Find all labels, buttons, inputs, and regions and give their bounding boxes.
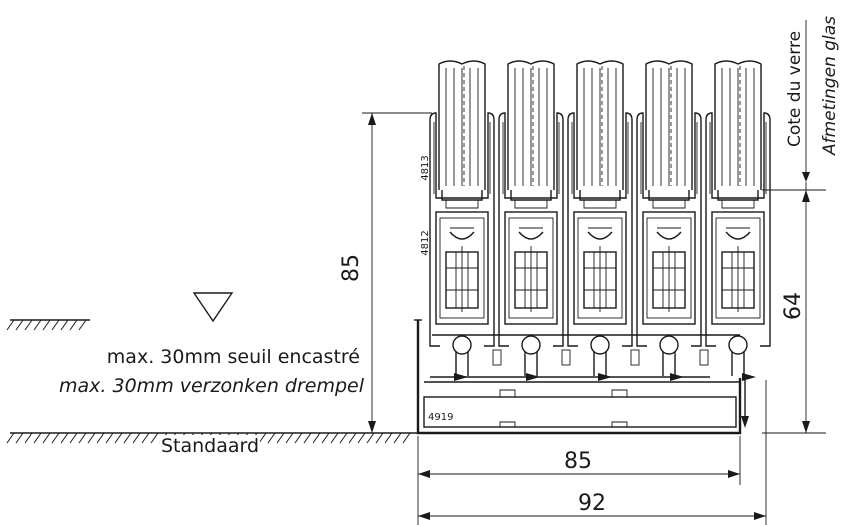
profile-code-4812: 4812: [420, 230, 431, 255]
base-sill-profile: 4919: [414, 319, 749, 435]
height-dimension-64: 64: [762, 20, 826, 434]
height-dimension-64-label: 64: [781, 292, 806, 320]
width-dimension-85-label: 85: [564, 449, 592, 474]
sliding-panel: [429, 60, 495, 376]
sliding-panel: [705, 60, 771, 376]
sliding-panel: [567, 60, 633, 376]
glass-dimension-label-nl: Afmetingen glas: [820, 16, 840, 156]
sliding-panel: [636, 60, 702, 376]
width-dimension-92: 92: [418, 380, 767, 525]
profile-code-4919: 4919: [428, 412, 453, 423]
recessed-sill-label-nl: max. 30mm verzonken drempel: [59, 375, 365, 397]
width-dimension-92-label: 92: [578, 491, 606, 516]
drainage-flow-arrows: [454, 373, 756, 381]
glass-dimension-label-fr: Cote du verre: [785, 31, 805, 147]
height-dimension-85: 85: [339, 112, 432, 434]
sliding-panels: [429, 60, 771, 376]
sliding-panel: [498, 60, 564, 376]
floor-standard-label: Standaard: [161, 435, 259, 457]
height-dimension-85-label: 85: [339, 254, 364, 282]
recessed-sill-label-fr: max. 30mm seuil encastré: [107, 346, 360, 368]
water-level-symbol: [192, 292, 234, 323]
profile-code-4813: 4813: [420, 155, 431, 180]
width-dimension-85: 85: [417, 436, 741, 525]
